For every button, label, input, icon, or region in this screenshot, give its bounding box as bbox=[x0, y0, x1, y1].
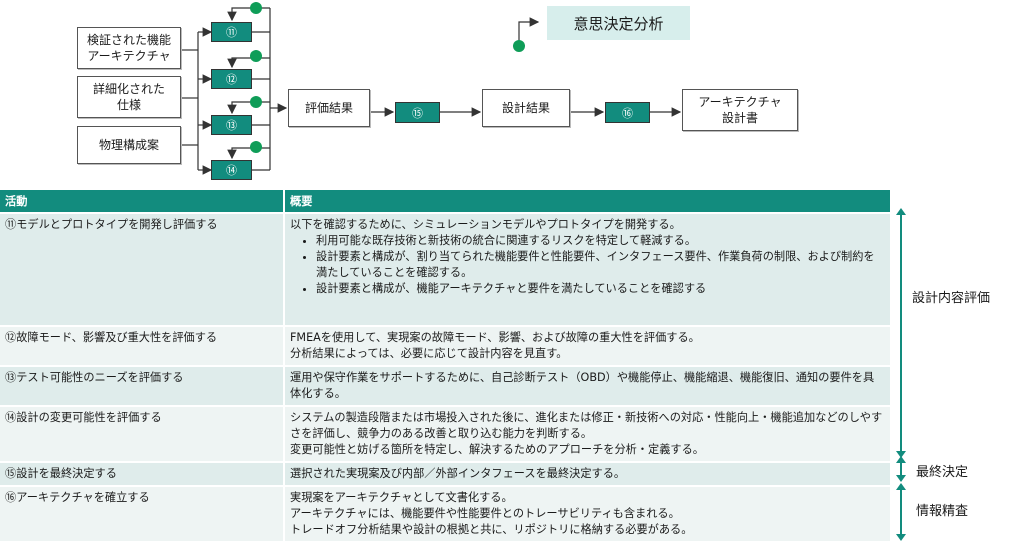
bracket-arrow-up bbox=[896, 456, 906, 463]
activity-table: 活動 概要 ⑪モデルとプロトタイプを開発し評価する 以下を確認するために、シミュ… bbox=[0, 190, 892, 541]
activity-cell: ⑮設計を最終決定する bbox=[0, 461, 285, 486]
summary-cell: FMEAを使用して、実現案の故障モード、影響、および故障の重大性を評価する。 分… bbox=[284, 325, 892, 366]
activity-cell: ⑭設計の変更可能性を評価する bbox=[0, 405, 285, 462]
process-11: ⑪ bbox=[211, 22, 252, 42]
summary-cell: 実現案をアーキテクチャとして文書化する。 アーキテクチャには、機能要件や性能要件… bbox=[284, 485, 892, 541]
decision-dot bbox=[250, 96, 262, 108]
summary-line: FMEAを使用して、実現案の故障モード、影響、および故障の重大性を評価する。 bbox=[290, 331, 700, 344]
summary-cell: 選択された実現案及び内部／外部インタフェースを最終決定する。 bbox=[284, 461, 892, 486]
bracket-arrow-down bbox=[896, 451, 906, 458]
bullet-item: 設計要素と構成が、割り当てられた機能要件と性能要件、インタフェース要件、作業負荷… bbox=[316, 249, 885, 281]
bracket-line-design-evaluation bbox=[900, 214, 902, 452]
connector-lines bbox=[182, 7, 682, 175]
summary-line: システムの製造段階または市場投入された後に、進化または修正・新技術への対応・性能… bbox=[290, 411, 883, 440]
activity-cell: ⑯アーキテクチャを確立する bbox=[0, 485, 285, 541]
summary-cell: 以下を確認するために、シミュレーションモデルやプロトタイプを開発する。 利用可能… bbox=[284, 212, 892, 326]
bracket-arrow-down bbox=[896, 534, 906, 541]
summary-cell: 運用や保守作業をサポートするために、自己診断テスト（OBD）や機能停止、機能縮退… bbox=[284, 365, 892, 406]
summary-line: 実現案をアーキテクチャとして文書化する。 bbox=[290, 491, 513, 504]
decision-legend-dot bbox=[513, 40, 525, 52]
summary-line: 運用や保守作業をサポートするために、自己診断テスト（OBD）や機能停止、機能縮退… bbox=[290, 371, 875, 400]
side-label-info-review: 情報精査 bbox=[916, 504, 969, 519]
summary-line: アーキテクチャには、機能要件や性能要件とのトレーサビリティも含まれる。 bbox=[290, 507, 680, 520]
table-row: ⑬テスト可能性のニーズを評価する 運用や保守作業をサポートするために、自己診断テ… bbox=[0, 365, 892, 406]
table-row: ⑫故障モード、影響及び重大性を評価する FMEAを使用して、実現案の故障モード、… bbox=[0, 325, 892, 366]
decision-dot bbox=[250, 50, 262, 62]
activity-cell: ⑫故障モード、影響及び重大性を評価する bbox=[0, 325, 285, 366]
summary-line: 変更可能性と妨げる箇所を特定し、解決するためのアプローチを分析・定義する。 bbox=[290, 443, 704, 456]
side-label-design-evaluation: 設計内容評価 bbox=[912, 291, 991, 306]
activity-cell: ⑬テスト可能性のニーズを評価する bbox=[0, 365, 285, 406]
activity-cell: ⑪モデルとプロトタイプを開発し評価する bbox=[0, 212, 285, 326]
header-activity: 活動 bbox=[0, 190, 285, 213]
process-15: ⑮ bbox=[395, 102, 440, 123]
decision-dot bbox=[250, 2, 262, 14]
table-row: ⑭設計の変更可能性を評価する システムの製造段階または市場投入された後に、進化ま… bbox=[0, 405, 892, 462]
summary-line: 以下を確認するために、シミュレーションモデルやプロトタイプを開発する。 bbox=[290, 218, 681, 231]
bracket-line-final-decision bbox=[900, 462, 902, 476]
summary-line: トレードオフ分析結果や設計の根拠と共に、リポジトリに格納する必要がある。 bbox=[290, 523, 693, 536]
output-evaluation-result: 評価結果 bbox=[288, 89, 370, 127]
decision-dot bbox=[250, 141, 262, 153]
header-summary: 概要 bbox=[284, 190, 892, 213]
bracket-line-info-review bbox=[900, 489, 902, 535]
summary-line: 選択された実現案及び内部／外部インタフェースを最終決定する。 bbox=[290, 467, 626, 480]
table-row: ⑪モデルとプロトタイプを開発し評価する 以下を確認するために、シミュレーションモ… bbox=[0, 212, 892, 326]
bullet-item: 利用可能な既存技術と新技術の統合に関連するリスクを特定して軽減する。 bbox=[316, 233, 885, 249]
output-architecture-design-doc: アーキテクチャ 設計書 bbox=[682, 89, 798, 131]
process-14: ⑭ bbox=[211, 160, 252, 180]
bracket-arrow-down bbox=[896, 475, 906, 482]
process-13: ⑬ bbox=[211, 115, 252, 135]
table-row: ⑯アーキテクチャを確立する 実現案をアーキテクチャとして文書化する。 アーキテク… bbox=[0, 485, 892, 541]
process-16: ⑯ bbox=[605, 102, 650, 123]
summary-line: 分析結果によっては、必要に応じて設計内容を見直す。 bbox=[290, 347, 568, 360]
side-label-final-decision: 最終決定 bbox=[916, 465, 969, 480]
bracket-arrow-up bbox=[896, 208, 906, 215]
process-flow-diagram: 検証された機能 アーキテクチャ 詳細化された 仕様 物理構成案 ⑪ ⑫ ⑬ ⑭ … bbox=[0, 0, 1024, 190]
summary-cell: システムの製造段階または市場投入された後に、進化または修正・新技術への対応・性能… bbox=[284, 405, 892, 462]
decision-analysis-label: 意思決定分析 bbox=[547, 6, 690, 40]
input-verified-functional-architecture: 検証された機能 アーキテクチャ bbox=[77, 27, 181, 69]
process-12: ⑫ bbox=[211, 69, 252, 89]
input-detailed-specification: 詳細化された 仕様 bbox=[77, 76, 181, 118]
output-design-result: 設計結果 bbox=[482, 89, 570, 127]
table-row: ⑮設計を最終決定する 選択された実現案及び内部／外部インタフェースを最終決定する… bbox=[0, 461, 892, 486]
input-physical-configuration: 物理構成案 bbox=[77, 126, 181, 164]
bullet-item: 設計要素と構成が、機能アーキテクチャと要件を満たしていることを確認する bbox=[316, 281, 885, 297]
bracket-arrow-up bbox=[896, 483, 906, 490]
